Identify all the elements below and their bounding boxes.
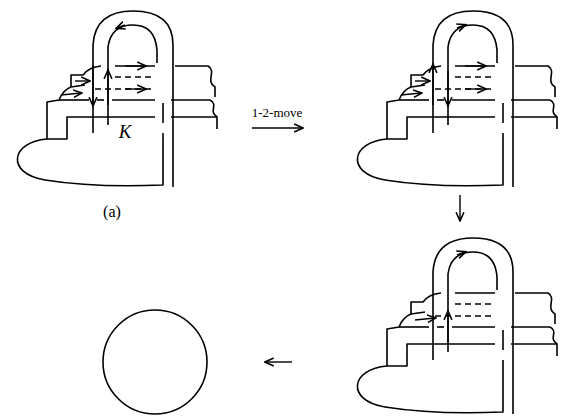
figure-label: (a) — [103, 204, 121, 220]
move-label: 1-2-move — [252, 106, 303, 119]
surface-label: K — [119, 122, 132, 141]
